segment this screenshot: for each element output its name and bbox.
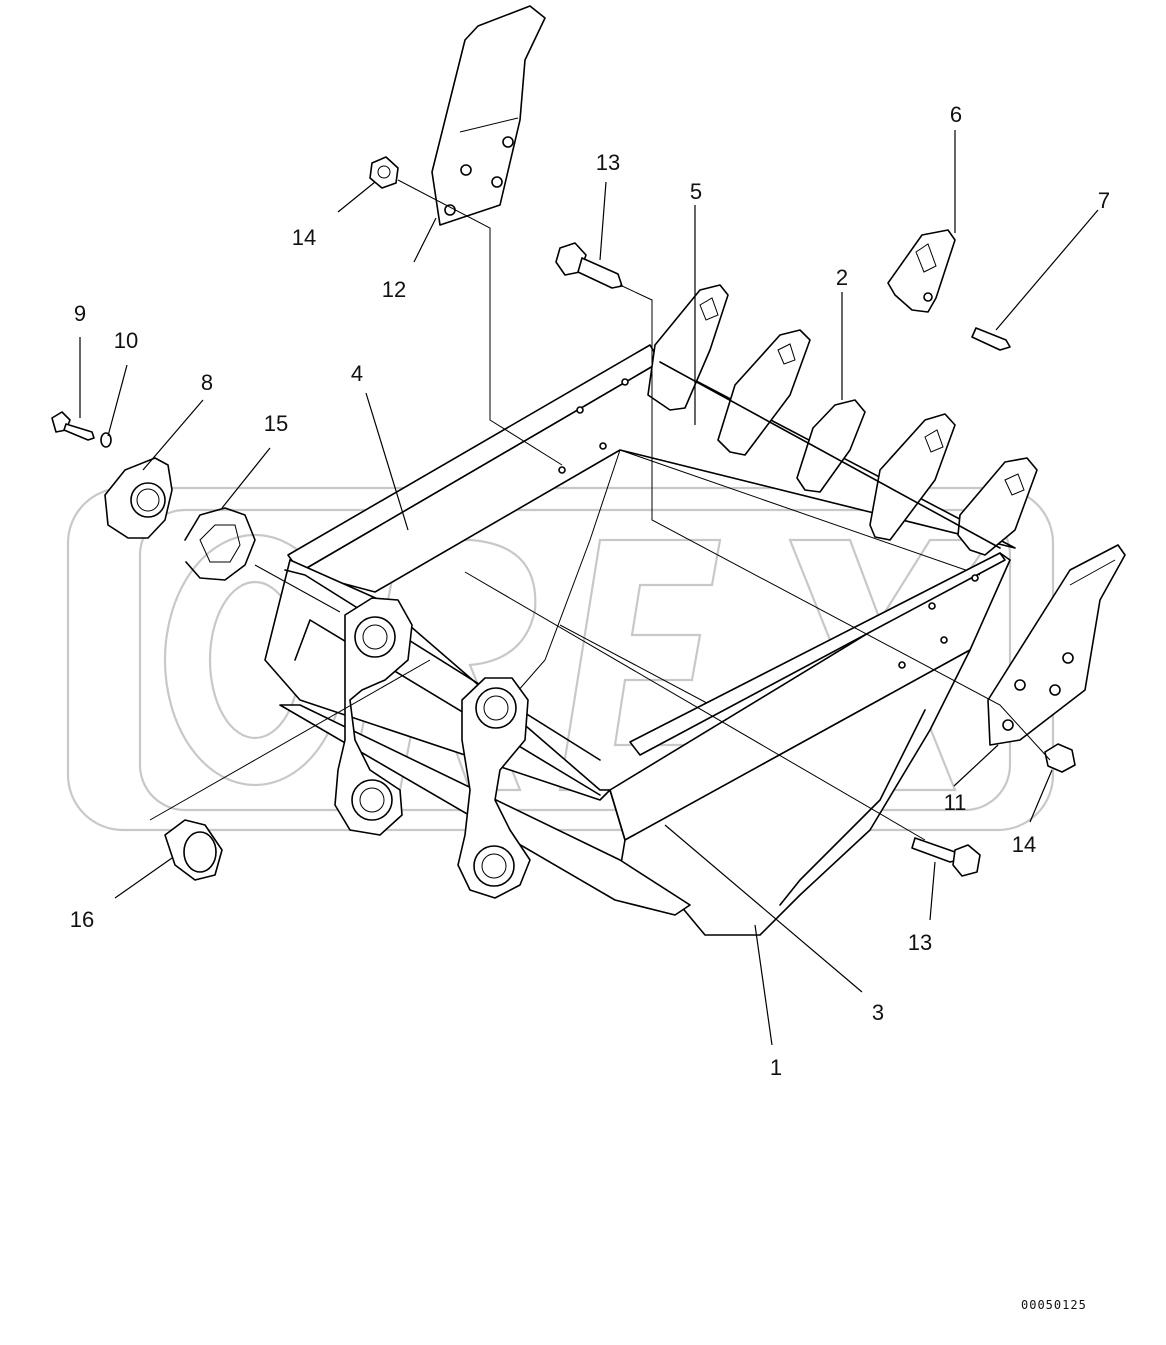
bolt-upper-drawing — [555, 242, 623, 289]
callout-11: 11 — [944, 790, 967, 815]
tooth-point-drawing — [887, 229, 956, 313]
bolt-lower-drawing — [911, 837, 981, 877]
callout-14-lower: 14 — [1012, 832, 1036, 857]
nut-upper-drawing — [369, 156, 399, 189]
callout-13-lower: 13 — [908, 930, 932, 955]
callout-14-upper: 14 — [292, 225, 316, 250]
callout-2: 2 — [836, 265, 848, 290]
callouts: 1 2 3 4 5 6 7 8 9 10 11 12 13 13 14 14 1… — [70, 102, 1110, 1080]
callout-6: 6 — [950, 102, 962, 127]
tooth-pin-drawing — [971, 327, 1011, 351]
hinge-brackets-drawing — [334, 597, 531, 899]
document-number: 00050125 — [1021, 1298, 1087, 1312]
leader-lines — [79, 130, 1099, 1046]
callout-16: 16 — [70, 907, 94, 932]
callout-4: 4 — [351, 361, 363, 386]
teeth-row-drawing — [647, 284, 1038, 556]
callout-15: 15 — [264, 411, 288, 436]
nut-lower-drawing — [1044, 743, 1076, 773]
callout-13-upper: 13 — [596, 150, 620, 175]
shim-drawing — [184, 507, 256, 581]
callout-5: 5 — [690, 179, 702, 204]
callout-9: 9 — [74, 301, 86, 326]
bushing-drawing — [164, 819, 223, 881]
side-cutter-right-drawing — [987, 544, 1126, 746]
callout-10: 10 — [114, 328, 138, 353]
side-cutter-left-drawing — [431, 5, 546, 226]
assembly-lines — [149, 179, 1051, 841]
callout-3: 3 — [872, 1000, 884, 1025]
callout-8: 8 — [201, 370, 213, 395]
callout-1: 1 — [770, 1055, 782, 1080]
callout-7: 7 — [1098, 188, 1110, 213]
bolt-washer-drawing — [51, 411, 112, 448]
boss-collar-drawing — [104, 457, 173, 539]
callout-12: 12 — [382, 277, 406, 302]
